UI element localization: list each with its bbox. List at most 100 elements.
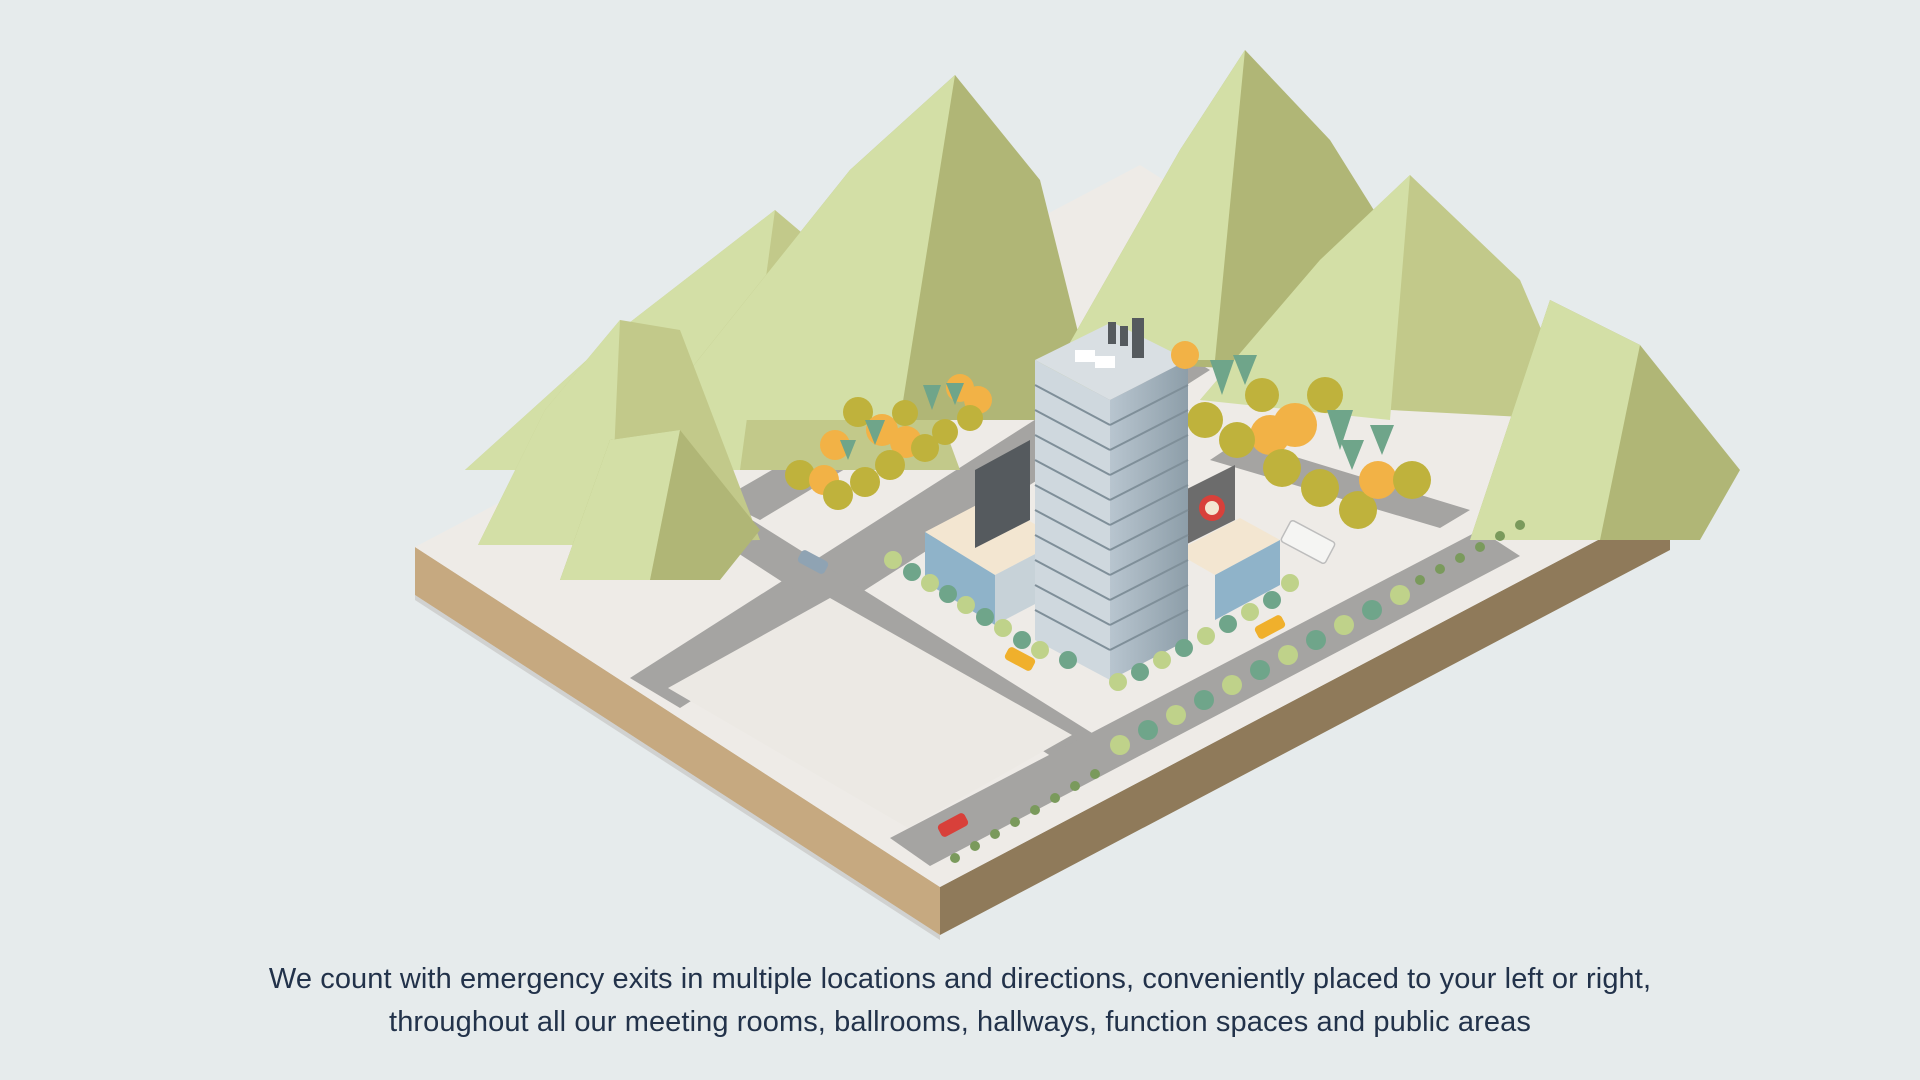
- tree-cluster-right: [1187, 355, 1431, 529]
- tree: [1393, 461, 1431, 499]
- tree: [1110, 735, 1130, 755]
- tree: [1301, 469, 1339, 507]
- hedge-row: [950, 520, 1525, 863]
- tree: [1187, 402, 1223, 438]
- rooftop-chimney: [1120, 326, 1128, 346]
- hedge: [1495, 531, 1505, 541]
- tree: [911, 434, 939, 462]
- tree: [1250, 415, 1290, 455]
- tree: [1250, 660, 1270, 680]
- tree: [1390, 585, 1410, 605]
- hedge: [1475, 542, 1485, 552]
- hedge: [1090, 769, 1100, 779]
- tree: [865, 420, 885, 445]
- soil-left-face: [415, 547, 940, 935]
- tree: [1171, 341, 1199, 369]
- tree: [1340, 440, 1364, 470]
- tree: [1370, 425, 1394, 455]
- tree: [850, 467, 880, 497]
- tree: [957, 405, 983, 431]
- tree: [921, 574, 939, 592]
- delivery-truck: [1280, 519, 1336, 565]
- tree: [1327, 410, 1353, 450]
- tree: [1359, 461, 1397, 499]
- mountain-center-left-light: [650, 75, 955, 420]
- car-blue: [797, 550, 829, 574]
- tree: [1210, 360, 1234, 395]
- tree: [1245, 378, 1279, 412]
- tree-cluster-left: [785, 374, 992, 510]
- tower-floor-lines: [1034, 384, 1189, 651]
- caption-line-1: We count with emergency exits in multipl…: [268, 963, 1652, 995]
- tree: [1233, 355, 1257, 385]
- rooftop-hvac: [1075, 350, 1095, 362]
- tree: [1306, 630, 1326, 650]
- tree: [957, 596, 975, 614]
- tree: [1263, 449, 1301, 487]
- hedge: [950, 853, 960, 863]
- soil-right-face: [940, 502, 1670, 935]
- caption-text: We count with emergency exits in multipl…: [0, 958, 1920, 1044]
- tree: [1219, 422, 1255, 458]
- wing-glass-face: [925, 532, 995, 625]
- tree: [820, 430, 850, 460]
- car-yellow: [1254, 615, 1286, 639]
- hedge: [1010, 817, 1020, 827]
- tree: [1263, 591, 1281, 609]
- tree: [1059, 651, 1077, 669]
- tree: [1307, 377, 1343, 413]
- tree: [892, 400, 918, 426]
- hedge: [1455, 553, 1465, 563]
- tree: [785, 460, 815, 490]
- hotel-right-wing: [1175, 465, 1280, 620]
- tree: [823, 480, 853, 510]
- tree-row-front: [884, 551, 1299, 691]
- vehicles: [797, 519, 1336, 837]
- hedge: [1050, 793, 1060, 803]
- tree: [946, 383, 964, 405]
- hedge: [1415, 575, 1425, 585]
- tree-row-street: [1110, 585, 1410, 755]
- rooftop-chimney: [1132, 318, 1144, 358]
- tree: [1241, 603, 1259, 621]
- car-red: [937, 813, 969, 837]
- tree: [939, 585, 957, 603]
- tree: [1175, 639, 1193, 657]
- tree: [1197, 627, 1215, 645]
- tree: [1362, 600, 1382, 620]
- tree: [1138, 720, 1158, 740]
- tree: [1339, 491, 1377, 529]
- caption-line-2: throughout all our meeting rooms, ballro…: [389, 1006, 1531, 1038]
- tree: [1222, 675, 1242, 695]
- hedge: [970, 841, 980, 851]
- tree: [875, 450, 905, 480]
- empty-lot: [668, 598, 1072, 828]
- car-yellow: [1004, 647, 1036, 671]
- hotel-back-block: [975, 440, 1030, 548]
- tree: [1334, 615, 1354, 635]
- tree: [1109, 673, 1127, 691]
- tree: [1166, 705, 1186, 725]
- hotel-logo-inner: [1205, 501, 1219, 515]
- wing-roof: [1175, 518, 1280, 575]
- mountains: [465, 50, 1740, 580]
- tree: [1131, 663, 1149, 681]
- tree: [1278, 645, 1298, 665]
- mountain-left-front-light: [478, 320, 620, 545]
- wing-glass-face: [1215, 540, 1280, 620]
- mountain-far-right-light: [1470, 300, 1640, 540]
- tree: [1031, 641, 1049, 659]
- tree: [994, 619, 1012, 637]
- tree: [932, 419, 958, 445]
- hotel-tower: [1034, 318, 1199, 680]
- tree: [1194, 690, 1214, 710]
- hedge: [1030, 805, 1040, 815]
- rooftop-chimney: [1108, 322, 1116, 344]
- tree: [923, 385, 941, 410]
- tree: [840, 440, 856, 460]
- tree: [1281, 574, 1299, 592]
- tree: [976, 608, 994, 626]
- tree: [884, 551, 902, 569]
